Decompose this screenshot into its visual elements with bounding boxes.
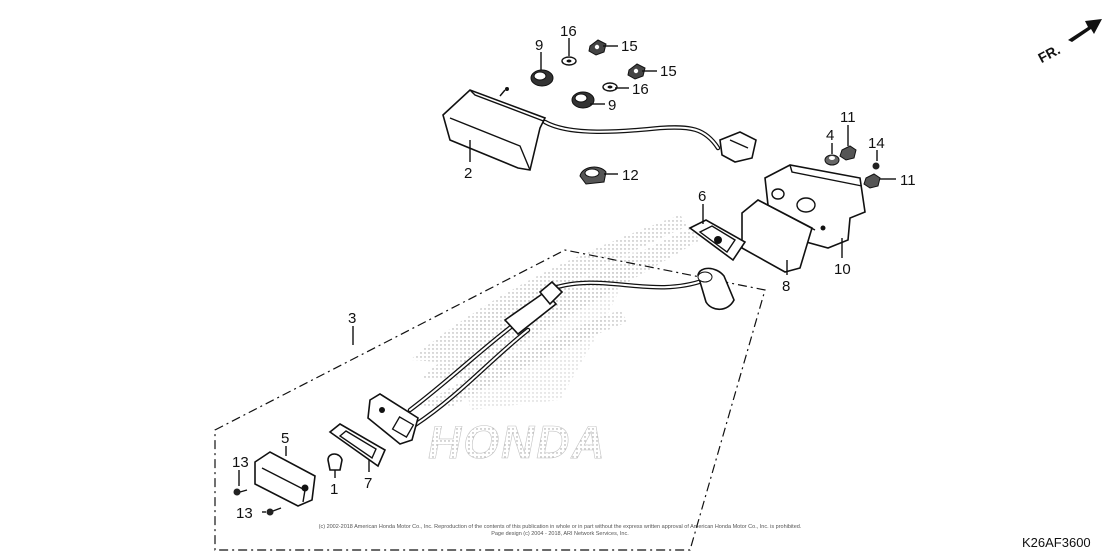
part-12-clip: [579, 166, 607, 185]
part-15-nut-a: [588, 39, 607, 56]
part-9-grommet-b: [571, 91, 595, 109]
part-13-screw-a: [233, 488, 248, 496]
part-16-washer-a: [561, 56, 577, 66]
part-16-washer-b: [602, 82, 618, 92]
callout-11-right: 11: [900, 172, 916, 189]
part-11-bolt-a: [839, 145, 857, 161]
honda-watermark-text: HONDA: [428, 416, 607, 468]
callout-8: 8: [782, 278, 790, 295]
front-direction-indicator: FR.: [1035, 19, 1102, 66]
callout-9-top: 9: [535, 37, 543, 54]
callout-7: 7: [364, 475, 372, 492]
callout-5: 5: [281, 430, 289, 447]
callout-15-top: 15: [621, 38, 638, 55]
honda-wing-watermark: [410, 215, 700, 410]
part-4-collar: [824, 154, 840, 166]
callout-3: 3: [348, 310, 356, 327]
callout-13-lower: 13: [236, 505, 253, 522]
callout-15-lower: 15: [660, 63, 677, 80]
callout-16-lower: 16: [632, 81, 649, 98]
part-5-lens: [254, 451, 316, 507]
diagram-code: K26AF3600: [1022, 535, 1091, 550]
callout-16-top: 16: [560, 23, 577, 40]
part-1-bulb: [327, 453, 343, 478]
callout-6: 6: [698, 188, 706, 205]
part-8-reflector: [741, 199, 816, 273]
callout-11-top: 11: [840, 109, 856, 126]
direction-label: FR.: [1035, 41, 1062, 66]
callout-14: 14: [868, 135, 885, 152]
front-arrow-icon: [1068, 19, 1102, 42]
part-3-wiring-harness: [407, 267, 735, 428]
callout-9-lower: 9: [608, 97, 616, 114]
copyright-line-2: Page design (c) 2004 - 2018, ARI Network…: [491, 531, 629, 537]
part-15-nut-b: [627, 63, 646, 80]
callout-12: 12: [622, 167, 639, 184]
part-13-screw-b: [266, 507, 282, 516]
callout-4: 4: [826, 127, 834, 144]
copyright-line-1: (c) 2002-2018 American Honda Motor Co., …: [319, 524, 802, 530]
part-6-gasket: [688, 219, 747, 262]
callout-13-upper: 13: [232, 454, 249, 471]
part-2-housing: [442, 87, 757, 171]
callout-2: 2: [464, 165, 472, 182]
assembly-3-boundary: [214, 249, 766, 551]
part-9-grommet-a: [530, 69, 554, 87]
part-11-bolt-b: [863, 173, 881, 189]
callout-10: 10: [834, 261, 851, 278]
part-14-screw: [872, 162, 880, 170]
part-3-socket-plate: [367, 393, 419, 445]
callout-numbers: 2 3 9 16 15 15 16 9 12 11 4 14 11 6 8 10…: [232, 23, 916, 522]
callout-1: 1: [330, 481, 338, 498]
part-7-gasket: [328, 423, 387, 468]
leader-lines: [238, 38, 896, 513]
